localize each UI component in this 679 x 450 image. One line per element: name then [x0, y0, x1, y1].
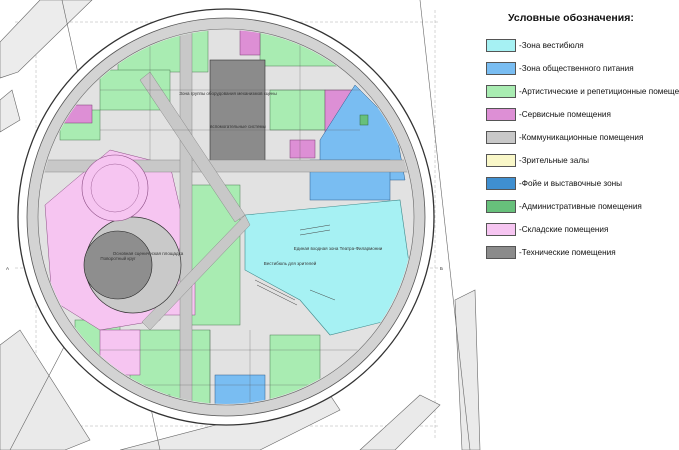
label-lobby2: Вестибюль для зрителей [264, 260, 317, 266]
corridors [39, 30, 413, 404]
legend-title: Условные обозначения: [508, 12, 634, 24]
legend-swatch [486, 199, 516, 213]
legend-item-storage: -Складские помещения [486, 222, 608, 236]
turntable [83, 230, 153, 300]
legend-item-food: -Зона общественного питания [486, 61, 634, 75]
label-stage2: Основная сценическая площадка [113, 251, 184, 256]
legend-label: -Зона общественного питания [519, 63, 634, 73]
legend-swatch [486, 130, 516, 144]
label-lobby: Единая входная зона Театра-Филармонии [294, 246, 383, 251]
legend-item-foyer: -Фойе и выставочные зоны [486, 176, 622, 190]
stage-tower [209, 59, 266, 166]
legend-item-admin: -Административные помещения [486, 199, 642, 213]
label-stage: Поворотный круг [100, 255, 136, 261]
legend-swatch [486, 38, 516, 52]
legend-swatch [486, 222, 516, 236]
legend-swatch [486, 107, 516, 121]
label-upper: Зона группы оборудования механизмов сцен… [179, 91, 276, 96]
legend-label: -Складские помещения [519, 224, 609, 234]
legend-item-service: -Сервисные помещения [486, 107, 611, 121]
legend-label: -Сервисные помещения [519, 109, 611, 119]
legend-item-halls: -Зрительные залы [486, 153, 589, 167]
legend-item-technical: -Технические помещения [486, 245, 616, 259]
legend: Условные обозначения: -Зона вестибюля -З… [478, 8, 679, 259]
legend-label: -Фойе и выставочные зоны [519, 178, 623, 188]
axis-label-b: Б [440, 266, 443, 271]
legend-item-communication: -Коммуникационные помещения [486, 130, 643, 144]
legend-label: -Зрительные залы [519, 155, 589, 165]
legend-swatch [486, 84, 516, 98]
lobby-zone [244, 199, 411, 336]
legend-item-vestibule: -Зона вестибюля [486, 38, 584, 52]
legend-item-artistic: -Артистические и репетиционные помещения [486, 84, 679, 98]
axis-label-a: А [6, 266, 9, 271]
label-upper2: вспомогательные системы [210, 124, 266, 129]
legend-label: -Административные помещения [519, 201, 642, 211]
legend-label: -Артистические и репетиционные помещения [519, 86, 679, 96]
legend-swatch [486, 153, 516, 167]
legend-swatch [486, 176, 516, 190]
legend-swatch [486, 61, 516, 75]
legend-label: -Технические помещения [519, 247, 616, 257]
legend-label: -Зона вестибюля [519, 40, 584, 50]
legend-label: -Коммуникационные помещения [519, 132, 644, 142]
legend-swatch [486, 245, 516, 259]
upper-hall [81, 154, 149, 222]
